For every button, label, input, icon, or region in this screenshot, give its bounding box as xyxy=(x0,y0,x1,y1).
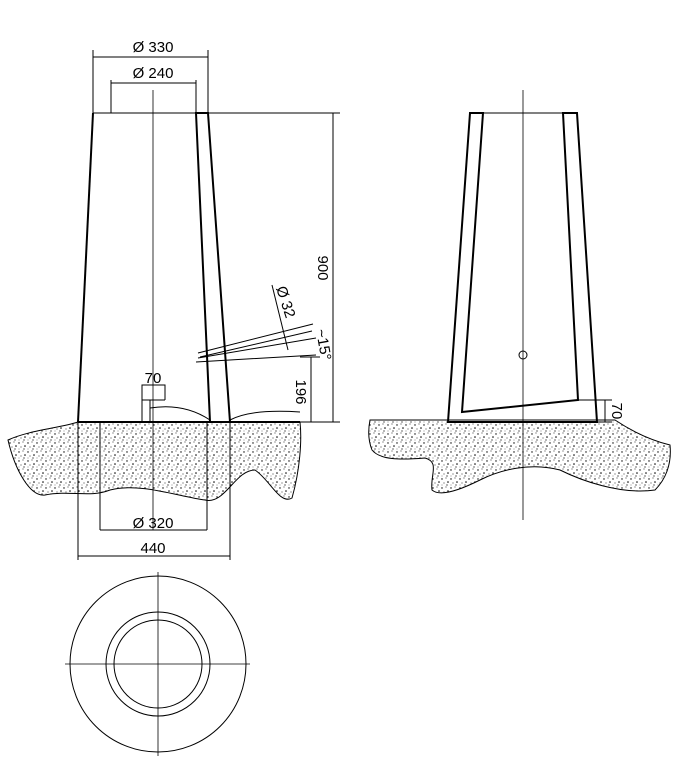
inner-top-diameter-label: Ø 240 xyxy=(133,65,174,82)
ground-soil-side xyxy=(368,419,671,494)
outer-top-diameter-label: Ø 330 xyxy=(133,39,174,56)
drain-width-label: 70 xyxy=(145,370,162,387)
outer-wall-left xyxy=(77,112,94,423)
top-plan-view xyxy=(65,572,250,756)
wall-hatch xyxy=(194,112,232,423)
side-wall-hatch xyxy=(446,112,599,423)
pipe-hole-icon xyxy=(518,350,528,360)
base-outer-width-label: 440 xyxy=(140,540,165,557)
pipe-height-label: 196 xyxy=(292,379,309,404)
front-section-view: 70 Ø 32 ~15° Ø 330 Ø 240 900 196 Ø 320 4… xyxy=(7,39,340,560)
height-label: 900 xyxy=(314,255,331,280)
ground-soil xyxy=(7,421,302,501)
side-floor-thickness-label: 70 xyxy=(608,403,625,420)
base-inner-diameter-label: Ø 320 xyxy=(133,515,174,532)
pipe-angle-label: ~15° xyxy=(312,328,334,362)
side-section-view: 70 xyxy=(368,90,671,520)
